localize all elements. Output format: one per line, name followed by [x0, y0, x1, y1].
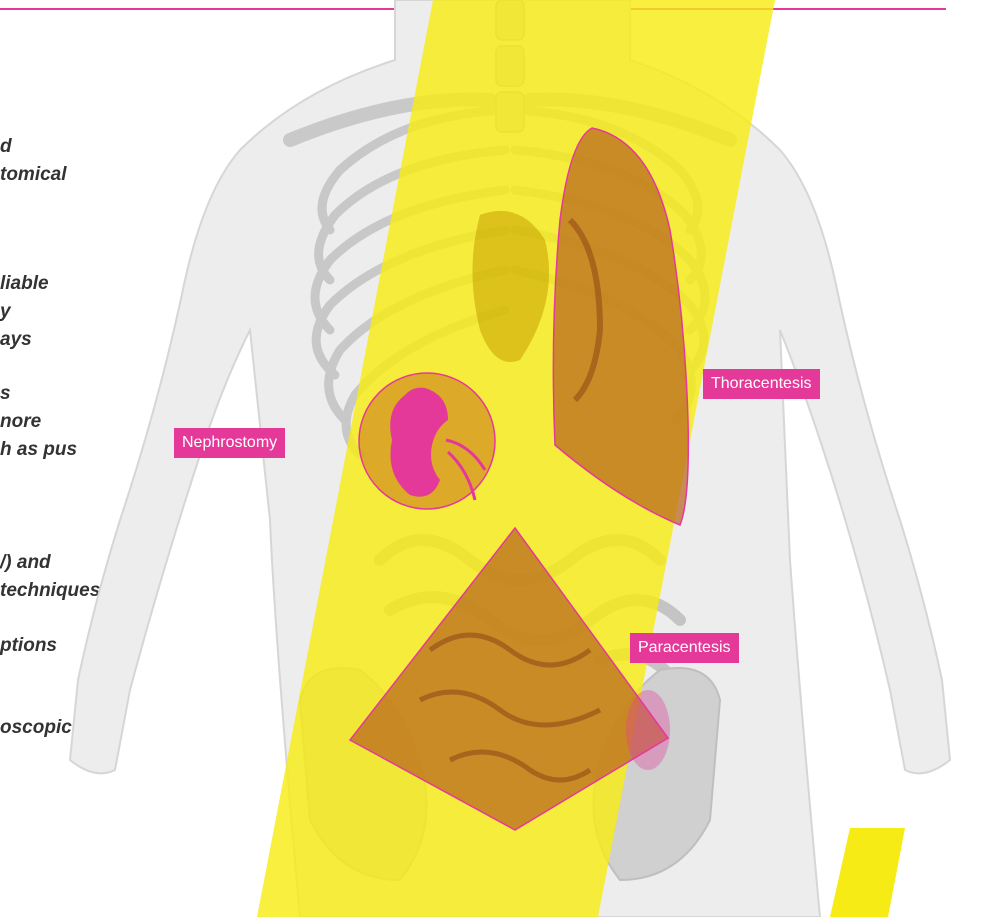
colon-accent: [626, 690, 670, 770]
thoracentesis-label: Thoracentesis: [703, 369, 820, 399]
nephrostomy-label: Nephrostomy: [174, 428, 285, 458]
paracentesis-label: Paracentesis: [630, 633, 739, 663]
yellow-accent-slab: [830, 828, 905, 917]
